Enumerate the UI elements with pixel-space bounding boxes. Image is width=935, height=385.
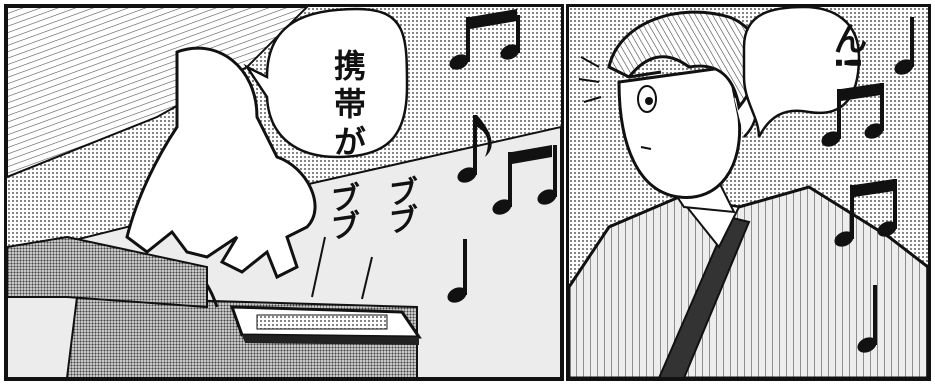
panel-right-artwork	[569, 7, 928, 378]
music-note-icon	[857, 285, 877, 353]
music-note-icon	[449, 9, 520, 70]
sound-effect-text: ブブ	[324, 180, 359, 242]
speech-text: 携帯が	[329, 49, 367, 163]
sound-effect-text: ブブ	[382, 174, 417, 236]
manga-panel-right: ん!	[566, 4, 931, 381]
music-note-icon	[447, 239, 467, 303]
beamed-music-note-icon	[492, 145, 557, 215]
speech-text: ん!	[827, 21, 867, 71]
phone-illustration	[229, 305, 422, 345]
beamed-music-note-icon	[834, 179, 897, 247]
beamed-music-note-icon	[821, 83, 884, 147]
manga-panel-left: 携帯が ブブ ブブ	[4, 4, 564, 381]
music-note-icon	[894, 17, 914, 75]
panel-left-artwork	[7, 7, 561, 378]
music-note-icon	[457, 115, 492, 183]
